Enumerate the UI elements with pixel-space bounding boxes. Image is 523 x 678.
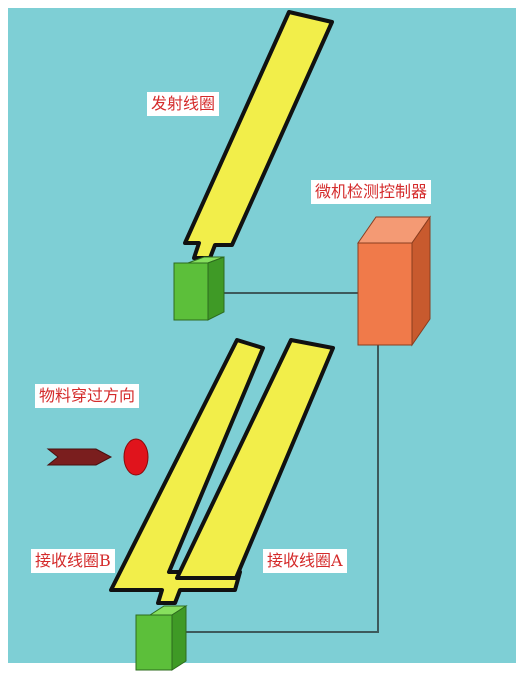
label-receive-coil-a: 接收线圈A <box>263 549 347 573</box>
junction-box-receive <box>135 605 188 671</box>
junction-box-transmit <box>173 256 225 321</box>
label-receive-coil-b: 接收线圈B <box>31 549 115 573</box>
wire-controller-to-receiver <box>182 345 379 633</box>
label-controller: 微机检测控制器 <box>311 180 432 204</box>
receive-coil-b <box>109 338 265 605</box>
material-dot <box>123 438 149 476</box>
label-transmit-coil: 发射线圈 <box>147 92 220 116</box>
label-material-direction: 物料穿过方向 <box>35 384 140 408</box>
receive-coil-a <box>175 338 335 580</box>
controller-box <box>357 215 431 347</box>
material-direction-arrow <box>46 448 113 466</box>
